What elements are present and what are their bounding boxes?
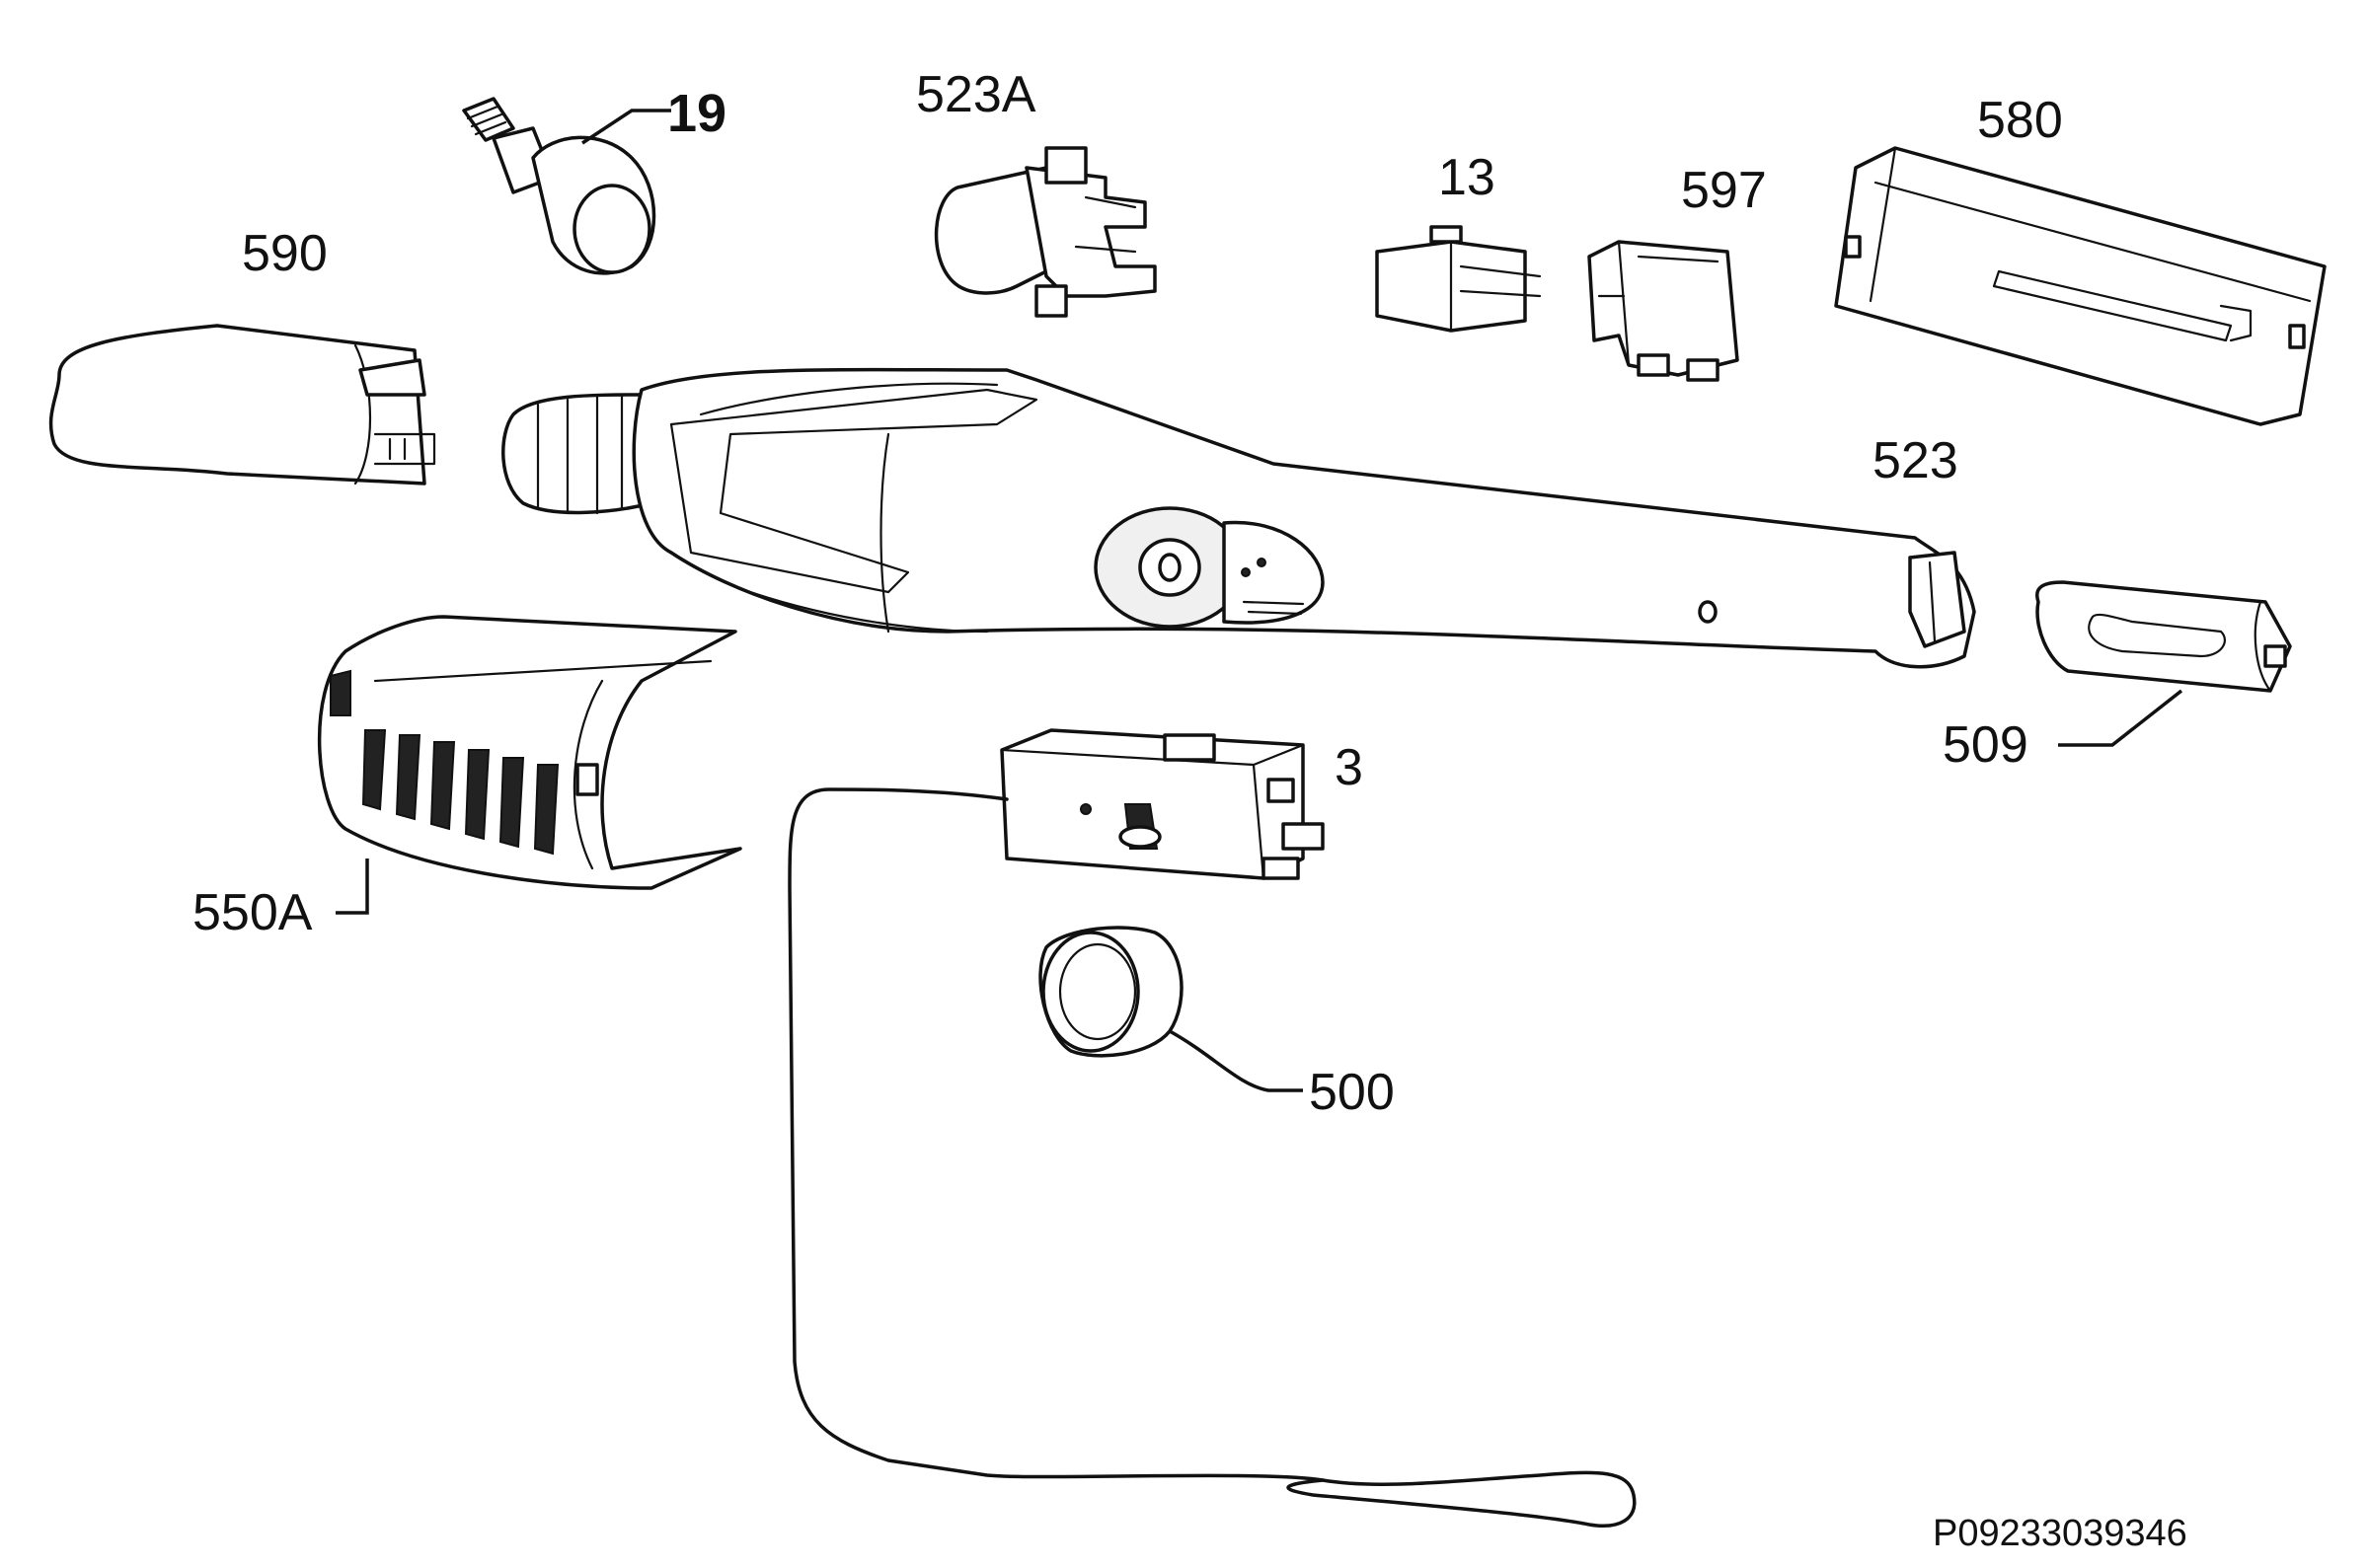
part-590-end-cap [48,324,436,485]
label-500: 500 [1309,1064,1395,1121]
part-597-switch-housing [1587,240,1739,382]
leader-500 [1169,1029,1303,1092]
part-550a-vented-cover [317,615,742,890]
leader-550a [336,859,369,915]
label-509: 509 [1943,716,2028,774]
leader-19 [581,109,671,145]
part-19-lamp-bulb [462,97,656,275]
label-13: 13 [1438,149,1495,206]
part-509-diffuser [2035,580,2292,693]
part-523a-lamp-socket [934,146,1157,318]
part-500-knob [1038,926,1184,1058]
label-550a: 550A [192,884,313,941]
part-523-main-housing [501,367,1976,669]
label-523: 523 [1872,432,1958,489]
label-597: 597 [1681,162,1767,219]
label-590: 590 [242,225,328,282]
label-3: 3 [1335,739,1363,796]
label-580: 580 [1977,92,2063,149]
leader-509 [2058,689,2183,747]
part-580-cover-plate [1834,146,2327,426]
drawing-code: P09233039346 [1933,1513,2187,1554]
label-523a: 523A [916,66,1036,123]
part-3-thermostat [788,728,1637,1528]
label-19: 19 [667,84,726,143]
part-13-switch [1375,225,1542,333]
